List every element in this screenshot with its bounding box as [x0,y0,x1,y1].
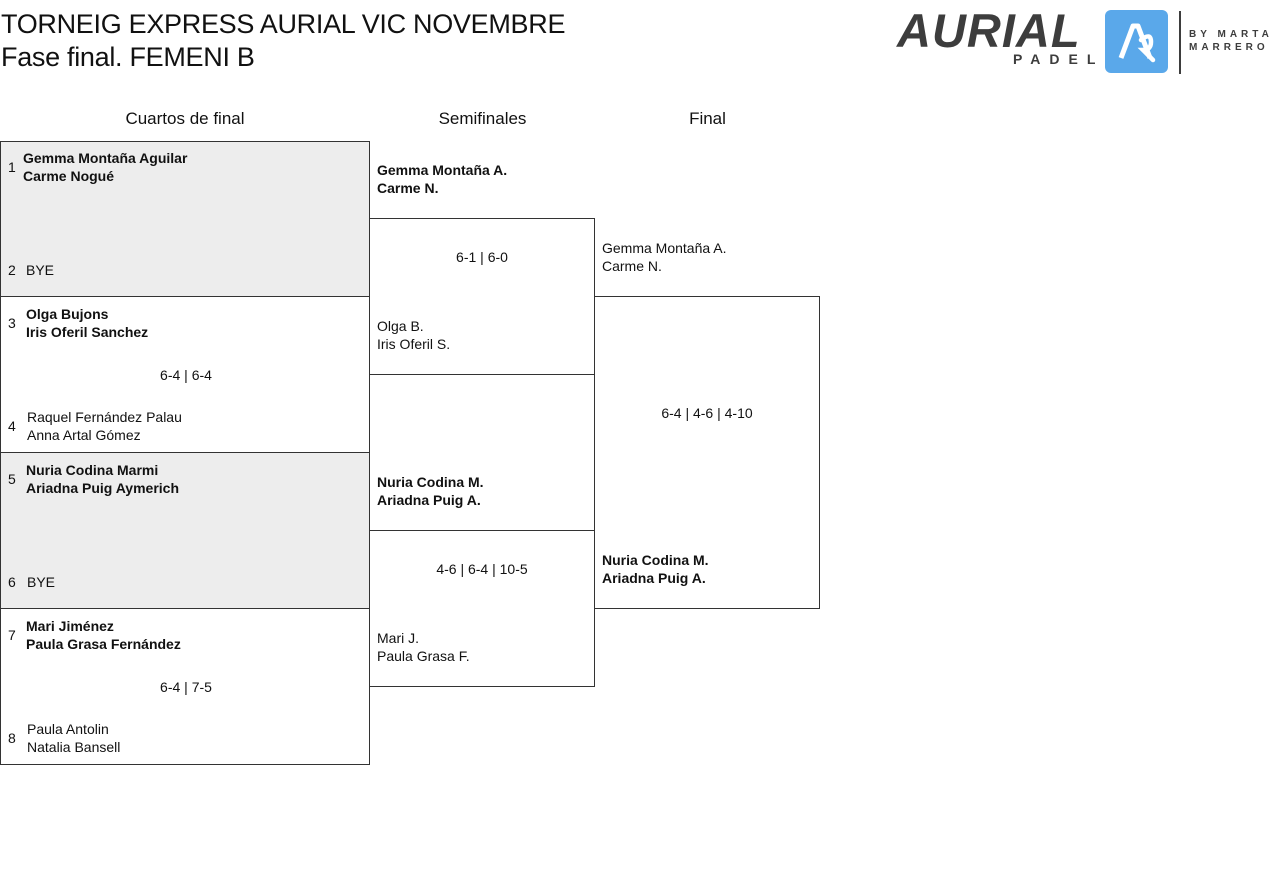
logo-icon [1105,10,1168,73]
semi-match-2: 4-6 | 6-4 | 10-5 Mari J. Paula Grasa F. [369,530,595,687]
seed-number: 7 [8,627,16,643]
team-3: Olga Bujons Iris Oferil Sanchez [26,306,149,340]
seed-number: 1 [8,159,16,175]
page-title: TORNEIG EXPRESS AURIAL VIC NOVEMBRE [1,9,566,39]
final-team-b: Nuria Codina M. Ariadna Puig A. [602,552,709,586]
logo-by-text: BY MARTA MARRERO [1189,29,1273,53]
match-score: 6-1 | 6-0 [456,249,508,265]
semi-match-1: 6-1 | 6-0 Olga B. Iris Oferil S. [369,218,595,375]
aurial-logo: AURIAL PADEL BY MARTA MARRERO [895,4,1275,78]
seed-number: 3 [8,315,16,331]
quarter-match-1: 1 Gemma Montaña Aguilar Carme Nogué 2 BY… [0,141,370,297]
logo-padel-text: PADEL [1013,51,1105,67]
match-score: 6-4 | 6-4 [160,367,212,383]
round-heading-quarters: Cuartos de final [125,109,245,128]
seed-number: 8 [8,730,16,746]
seed-number: 4 [8,418,16,434]
team-5: Nuria Codina Marmi Ariadna Puig Aymerich [26,462,180,496]
quarter-match-2: 3 Olga Bujons Iris Oferil Sanchez 6-4 | … [0,296,370,453]
semi-2-team-a: Nuria Codina M. Ariadna Puig A. [377,474,484,508]
team-6-bye: BYE [27,574,56,590]
page-subtitle: Fase final. FEMENI B [1,42,255,72]
final-team-a: Gemma Montaña A. Carme N. [602,240,727,274]
team-7: Mari Jiménez Paula Grasa Fernández [26,618,181,652]
team-1: Gemma Montaña Aguilar Carme Nogué [23,150,188,184]
semi-1-team-a: Gemma Montaña A. Carme N. [377,162,508,196]
match-score: 6-4 | 7-5 [160,679,212,695]
team-4: Raquel Fernández Palau Anna Artal Gómez [27,409,182,443]
match-score: 6-4 | 4-6 | 4-10 [661,405,753,421]
seed-number: 6 [8,574,16,590]
quarter-match-4: 7 Mari Jiménez Paula Grasa Fernández 6-4… [0,608,370,765]
logo-wordmark: AURIAL [897,4,1081,57]
semi-1-team-b: Olga B. Iris Oferil S. [377,318,451,352]
quarter-match-3: 5 Nuria Codina Marmi Ariadna Puig Aymeri… [0,452,370,609]
semi-2-team-b: Mari J. Paula Grasa F. [377,630,470,664]
round-heading-semis: Semifinales [438,109,527,128]
team-2-bye: BYE [26,262,55,278]
team-8: Paula Antolin Natalia Bansell [27,721,121,755]
match-score: 4-6 | 6-4 | 10-5 [436,561,528,577]
logo-divider [1179,11,1181,74]
final-match: 6-4 | 4-6 | 4-10 Nuria Codina M. Ariadna… [594,296,820,609]
seed-number: 5 [8,471,16,487]
round-heading-final: Final [689,109,726,128]
seed-number: 2 [8,262,16,278]
